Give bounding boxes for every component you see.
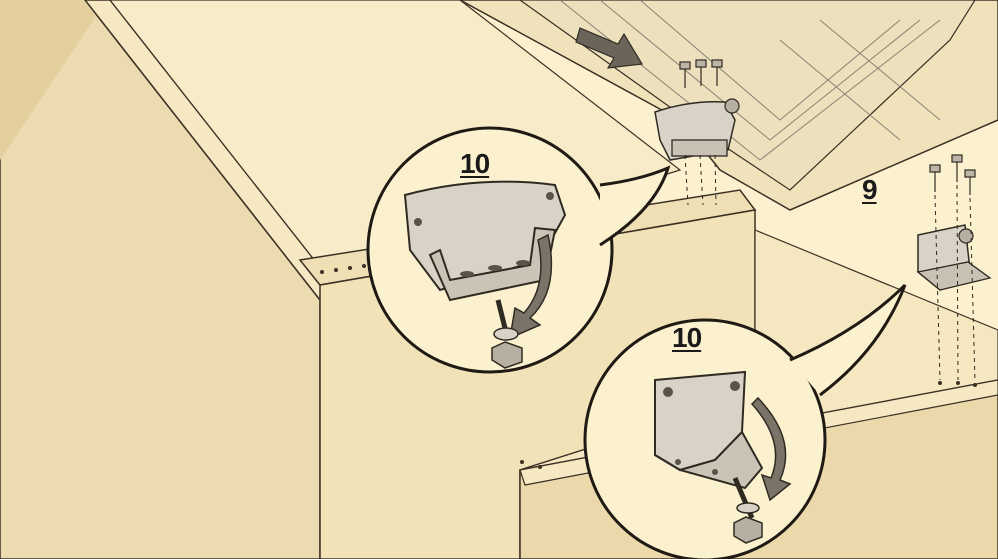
dashed-guides-right [934, 184, 976, 383]
bolt-icon [732, 477, 763, 544]
hinge-bracket-icon [403, 180, 567, 302]
step-label-10-bottom: 10 [672, 322, 702, 353]
rim-holes-right [520, 381, 977, 469]
screw-icon [929, 154, 976, 195]
bolt-icon [491, 299, 523, 369]
hinge-bracket-icon [654, 370, 764, 490]
hinge-bracket-icon [654, 98, 740, 161]
step-label-9: 9 [862, 174, 878, 205]
arrow-icon [575, 27, 643, 69]
rim-holes-left [320, 264, 366, 274]
dashed-guides-top [684, 154, 717, 206]
cabinet-left-shade [0, 0, 100, 160]
rotate-arrow-icon [750, 396, 792, 502]
screw-icon [679, 59, 723, 88]
step-label-10-top: 10 [460, 148, 490, 179]
